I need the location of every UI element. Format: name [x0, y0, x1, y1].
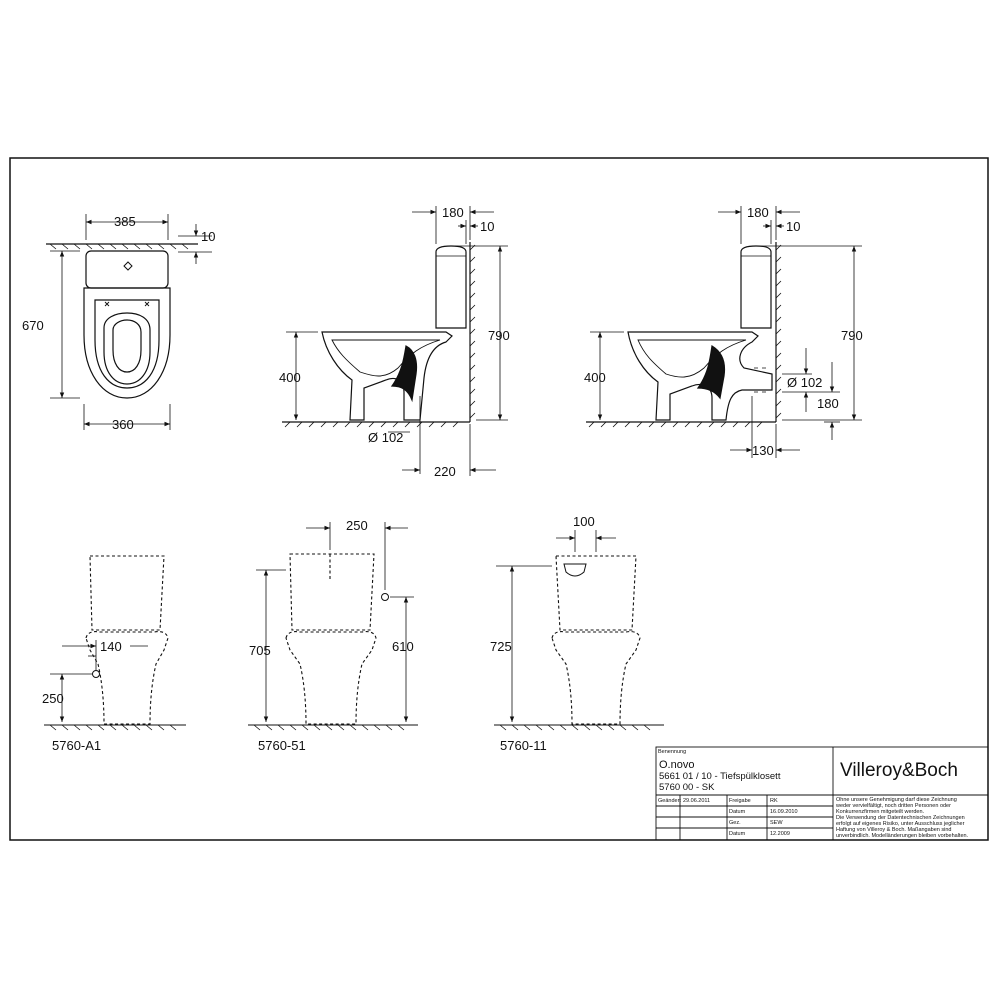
dim-180-side2: 180 — [747, 205, 769, 220]
row-1-value-b: RK — [770, 798, 778, 804]
row-2-value-b: 16.09.2010 — [770, 809, 798, 815]
product-line-2: 5661 01 / 10 - Tiefspülklosett — [659, 771, 781, 782]
row-3-value-b: SEW — [770, 820, 783, 826]
title-field-label: Benennung — [658, 749, 686, 755]
dim-10: 10 — [201, 229, 215, 244]
model-label-11: 5760-11 — [500, 738, 547, 753]
disclaimer-line: erfolgt auf eigenes Risiko, unter Aussch… — [836, 821, 965, 827]
row-2-label-b: Datum — [729, 809, 746, 815]
dim-360: 360 — [112, 417, 134, 432]
product-line-3: 5760 00 - SK — [659, 782, 715, 793]
row-4-label-b: Datum — [729, 831, 746, 837]
dim-400-side1: 400 — [279, 370, 301, 385]
disclaimer-line: Die Verwendung der Datentechnischen Zeic… — [836, 815, 965, 821]
disclaimer-line: Haftung von Villeroy & Boch. Maßangaben … — [836, 827, 951, 833]
side-view-1 — [282, 206, 508, 476]
dim-705-51: 705 — [249, 643, 271, 658]
front-view-11 — [494, 530, 664, 731]
dim-250-a1: 250 — [42, 691, 64, 706]
dim-180-outlet-side2: 180 — [817, 396, 839, 411]
dim-610-51: 610 — [392, 639, 414, 654]
dim-725-11: 725 — [490, 639, 512, 654]
dim-d102-side2: Ø 102 — [787, 375, 822, 390]
dim-100-11: 100 — [573, 514, 595, 529]
disclaimer-text: Ohne unsere Genehmigung darf diese Zeich… — [835, 797, 969, 839]
dim-250-51: 250 — [346, 518, 368, 533]
front-view-51 — [248, 522, 418, 731]
title-block-rows: Geändert 29.06.2011 Freigabe RK Datum 16… — [658, 798, 798, 837]
model-label-51: 5760-51 — [258, 738, 306, 753]
brand-logo: Villeroy&Boch — [840, 760, 958, 781]
dim-10-side2: 10 — [786, 219, 800, 234]
row-1-value-a: 29.06.2011 — [683, 798, 710, 804]
product-name: O.novo — [659, 759, 694, 771]
row-1-label-b: Freigabe — [729, 798, 751, 804]
dim-790-side2: 790 — [841, 328, 863, 343]
dim-d102-side1: Ø 102 — [368, 430, 403, 445]
front-view-a1 — [44, 555, 186, 731]
disclaimer-line: Konkurrenzfirmen mitgeteilt werden. — [836, 809, 925, 815]
disclaimer-line: unverbindlich. Modelländerungen bleiben … — [836, 833, 969, 839]
dim-400-side2: 400 — [584, 370, 606, 385]
dim-670: 670 — [22, 318, 44, 333]
disclaimer-line: weder vervielfältigt, noch dritten Perso… — [835, 803, 951, 809]
disclaimer-line: Ohne unsere Genehmigung darf diese Zeich… — [836, 797, 957, 803]
row-3-label-b: Gez. — [729, 820, 741, 826]
dim-220-side1: 220 — [434, 464, 456, 479]
model-label-a1: 5760-A1 — [52, 738, 101, 753]
dim-140-a1: 140 — [100, 639, 122, 654]
dim-10-side1: 10 — [480, 219, 494, 234]
top-view — [46, 214, 212, 430]
row-1-label-a: Geändert — [658, 798, 681, 804]
sheet-border — [9, 157, 989, 841]
row-4-value-b: 12.2009 — [770, 831, 790, 837]
dim-790-side1: 790 — [488, 328, 510, 343]
dim-385: 385 — [114, 214, 136, 229]
title-block — [655, 746, 989, 841]
dim-130-side2: 130 — [752, 443, 774, 458]
side-view-2 — [586, 206, 862, 458]
dim-180-side1: 180 — [442, 205, 464, 220]
